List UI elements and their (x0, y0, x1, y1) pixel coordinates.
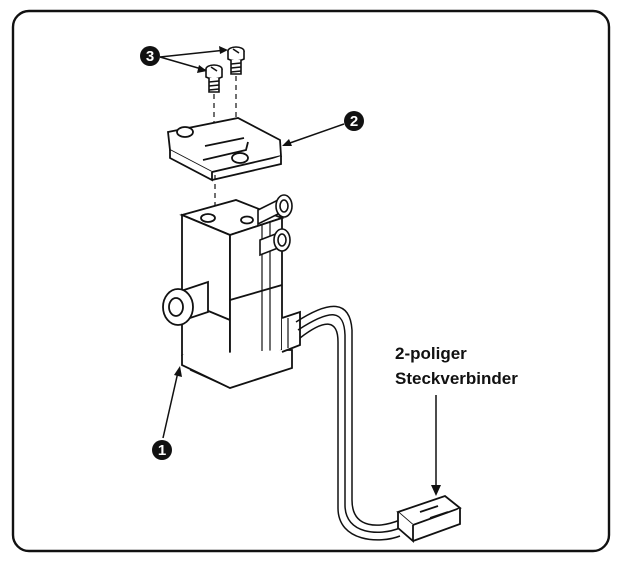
connector-label-line2: Steckverbinder (395, 369, 518, 388)
two-pin-connector (396, 494, 462, 543)
connector-arrow (431, 395, 441, 496)
air-fittings (257, 194, 293, 257)
screw-left (205, 64, 223, 93)
assembly-lines (213, 76, 237, 228)
svg-text:2: 2 (350, 113, 358, 130)
callout-1: 1 (152, 366, 182, 460)
cable (295, 305, 401, 541)
svg-text:3: 3 (146, 48, 154, 65)
mounting-bracket (167, 117, 282, 182)
connector-label-line1: 2-poliger (395, 344, 467, 363)
callout-2: 2 (282, 111, 364, 146)
diagram-frame (11, 9, 611, 553)
callout-3: 3 (140, 46, 228, 73)
svg-text:1: 1 (158, 442, 166, 459)
screw-right (227, 46, 245, 75)
left-fitting (162, 280, 209, 326)
screws (205, 46, 245, 93)
